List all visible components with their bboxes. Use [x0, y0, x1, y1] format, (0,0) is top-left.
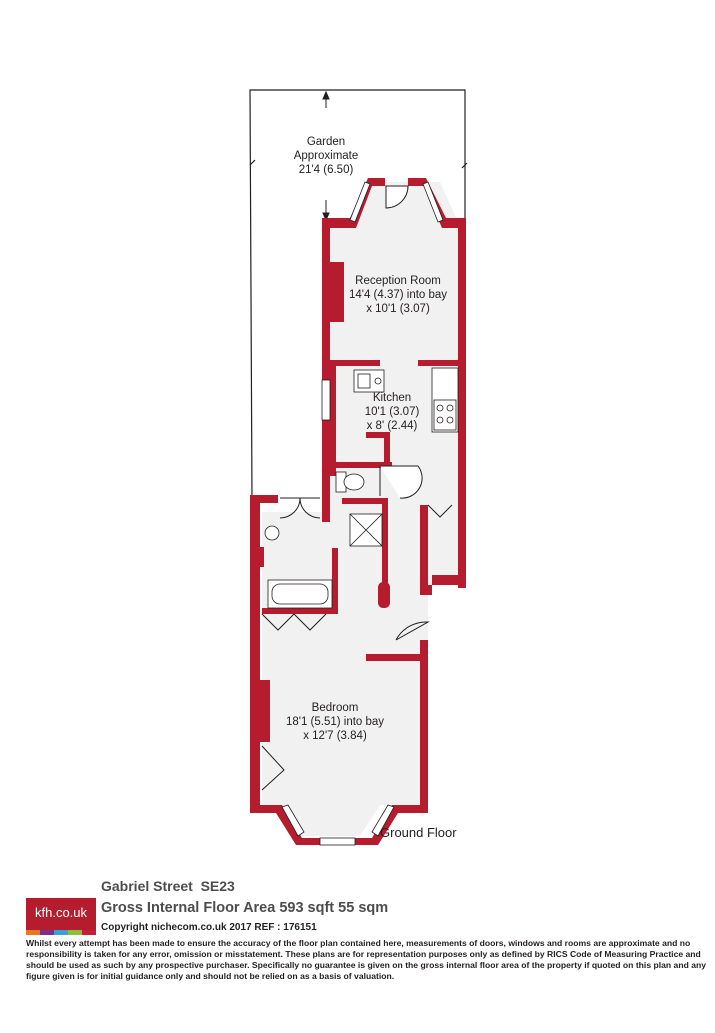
property-address: Gabriel Street SE23 [101, 878, 235, 894]
toilet-icon [343, 473, 365, 491]
logo-strip-segment [40, 930, 54, 935]
logo-strip-segment [26, 930, 40, 935]
basin-icon [264, 525, 280, 541]
kitchen-dims: 10'1 (3.07) [365, 406, 420, 418]
windows [281, 181, 444, 846]
reception-name: Reception Room [355, 275, 441, 287]
walls [250, 178, 466, 845]
kitchen-dims2: x 8' (2.44) [367, 420, 418, 432]
bedroom-name: Bedroom [312, 702, 359, 714]
kitchen-name: Kitchen [373, 392, 411, 404]
fixtures [264, 367, 459, 609]
logo-strip-segment [54, 930, 68, 935]
gross-internal-area: Gross Internal Floor Area 593 sqft 55 sq… [101, 900, 389, 916]
garden-outline [249, 89, 468, 501]
doors [261, 185, 453, 791]
logo-strip-segment [68, 930, 82, 935]
hob-icon [433, 399, 457, 431]
reception-dims: 14'4 (4.37) into bay [349, 289, 447, 301]
garden-dims: 21'4 (6.50) [299, 164, 354, 176]
reception-dims2: x 10'1 (3.07) [366, 303, 430, 315]
garden-name: Garden [307, 136, 345, 148]
logo-color-strip [26, 930, 96, 935]
kfh-logo: kfh.co.uk [26, 898, 96, 930]
bedroom-dims2: x 12'7 (3.84) [303, 730, 367, 742]
floor-level-label: Ground Floor [380, 825, 457, 840]
garden-dimension-arrow [322, 90, 330, 222]
logo-text: kfh.co.uk [34, 905, 88, 920]
logo-strip-segment [82, 930, 96, 935]
garden-line2: Approximate [294, 150, 359, 162]
copyright-text: Copyright nichecom.co.uk 2017 REF : 1761… [101, 922, 317, 933]
disclaimer-text: Whilst every attempt has been made to en… [26, 938, 707, 981]
bedroom-dims: 18'1 (5.51) into bay [286, 716, 384, 728]
floor-plan: Garden Approximate 21'4 (6.50) Reception… [249, 89, 468, 846]
floor-area [262, 182, 458, 836]
